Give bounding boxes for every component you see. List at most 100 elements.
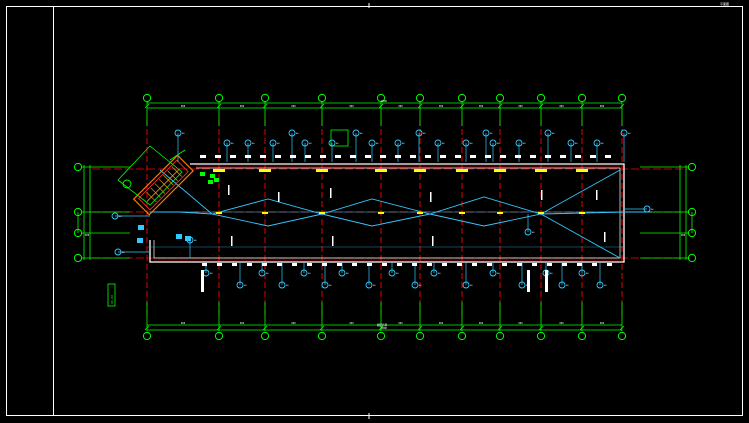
tag-label: 00 bbox=[360, 133, 363, 135]
wall-annotation bbox=[590, 155, 596, 158]
dimension-tick bbox=[216, 325, 222, 331]
axis-bubble-side bbox=[73, 162, 83, 172]
tag-label: 00 bbox=[286, 285, 289, 287]
tag-label: 00 bbox=[586, 273, 589, 275]
opening-mark bbox=[176, 234, 182, 239]
bay-dimension-label: 000 bbox=[479, 322, 484, 325]
tag-label: 00 bbox=[419, 285, 422, 287]
column-mark bbox=[579, 212, 585, 214]
interior-dimension bbox=[430, 192, 432, 202]
detail-marks bbox=[137, 155, 612, 292]
column-mark bbox=[216, 212, 222, 214]
tag-bubble bbox=[300, 269, 308, 277]
axis-dimension-system: 0000000000000000000000000000000000000000… bbox=[73, 93, 697, 341]
dimension-tick bbox=[619, 325, 625, 331]
tag-bubble bbox=[434, 139, 442, 147]
wall-annotation bbox=[515, 155, 521, 158]
tag-label: 00 bbox=[210, 273, 213, 275]
tag-bubble bbox=[269, 139, 277, 147]
wall-annotation bbox=[232, 263, 237, 266]
tag-bubble bbox=[368, 139, 376, 147]
axis-bubble-bottom bbox=[577, 331, 587, 341]
wall-annotation bbox=[395, 155, 401, 158]
wall-annotation bbox=[605, 155, 611, 158]
wall-annotation bbox=[365, 155, 371, 158]
vertical-annotation bbox=[201, 270, 204, 292]
roof-bracing-line bbox=[150, 196, 652, 215]
roof-bracing-end bbox=[540, 213, 621, 259]
dimension-tick bbox=[144, 103, 150, 109]
wall-annotation bbox=[350, 155, 356, 158]
column-mark bbox=[378, 212, 384, 214]
axis-bubble-bottom bbox=[214, 331, 224, 341]
tag-label: 00 bbox=[182, 133, 185, 135]
wall-annotation bbox=[592, 263, 597, 266]
dimension-tick bbox=[459, 103, 465, 109]
column-mark bbox=[494, 169, 506, 172]
wall-annotation bbox=[260, 155, 266, 158]
tag-bubble bbox=[111, 212, 119, 220]
wall-annotation bbox=[202, 263, 207, 266]
vertical-note-box bbox=[107, 283, 116, 307]
wall-annotation bbox=[530, 155, 536, 158]
wall-annotation bbox=[575, 155, 581, 158]
axis-bubble-top bbox=[536, 93, 546, 103]
column-mark bbox=[576, 169, 588, 172]
wall-annotation bbox=[500, 155, 506, 158]
bay-dimension-label: 000 bbox=[291, 322, 296, 325]
equipment-mark bbox=[208, 180, 213, 184]
tag-label: 00 bbox=[244, 285, 247, 287]
tag-label: 00 bbox=[438, 273, 441, 275]
tag-label: 00 bbox=[402, 143, 405, 145]
bay-dimension-label: 000 bbox=[439, 322, 444, 325]
tag-bubble bbox=[489, 139, 497, 147]
wall-annotation bbox=[275, 155, 281, 158]
wall-annotation bbox=[517, 263, 522, 266]
dimension-tick bbox=[538, 103, 544, 109]
tag-label: 00 bbox=[277, 143, 280, 145]
tag-label: 00 bbox=[470, 285, 473, 287]
stair-leader bbox=[169, 149, 186, 161]
bay-dimension-label: 000 bbox=[600, 105, 605, 108]
wall-annotation bbox=[292, 263, 297, 266]
tag-label: 00 bbox=[566, 285, 569, 287]
bay-dimension-label: 000 bbox=[439, 105, 444, 108]
bay-dimension-label: 000 bbox=[291, 105, 296, 108]
column-mark bbox=[456, 169, 468, 172]
interior-dimension bbox=[596, 190, 598, 200]
vertical-annotation bbox=[545, 270, 548, 292]
dimension-tick bbox=[417, 325, 423, 331]
tag-label: 00 bbox=[122, 252, 125, 254]
bay-dimension-label: 000 bbox=[559, 105, 564, 108]
tag-bubble bbox=[244, 139, 252, 147]
tag-label: 00 bbox=[309, 143, 312, 145]
axis-bubble-bottom bbox=[415, 331, 425, 341]
tag-bubble bbox=[524, 228, 532, 236]
tag-bubble bbox=[415, 129, 423, 137]
axis-bubble-bottom bbox=[317, 331, 327, 341]
wall-annotation bbox=[352, 263, 357, 266]
interior-dimension bbox=[604, 232, 606, 242]
wall-annotation bbox=[320, 155, 326, 158]
wall-annotation bbox=[545, 155, 551, 158]
axis-bubble-top bbox=[457, 93, 467, 103]
dimension-tick bbox=[262, 103, 268, 109]
column-mark bbox=[213, 169, 225, 172]
equipment-mark bbox=[200, 172, 205, 176]
tag-label: 00 bbox=[266, 273, 269, 275]
tag-bubble bbox=[462, 139, 470, 147]
axis-bubble-top bbox=[617, 93, 627, 103]
tag-label: 00 bbox=[423, 133, 426, 135]
tag-bubble bbox=[620, 129, 628, 137]
tag-bubble bbox=[593, 139, 601, 147]
wall-annotation bbox=[307, 263, 312, 266]
wall-annotation bbox=[380, 155, 386, 158]
wall-annotation bbox=[397, 263, 402, 266]
tag-bubble bbox=[338, 269, 346, 277]
stair-outline bbox=[117, 145, 183, 206]
tag-label: 00 bbox=[601, 143, 604, 145]
wall-annotation bbox=[425, 155, 431, 158]
tag-label: 00 bbox=[628, 133, 631, 135]
tag-bubble bbox=[321, 281, 329, 289]
